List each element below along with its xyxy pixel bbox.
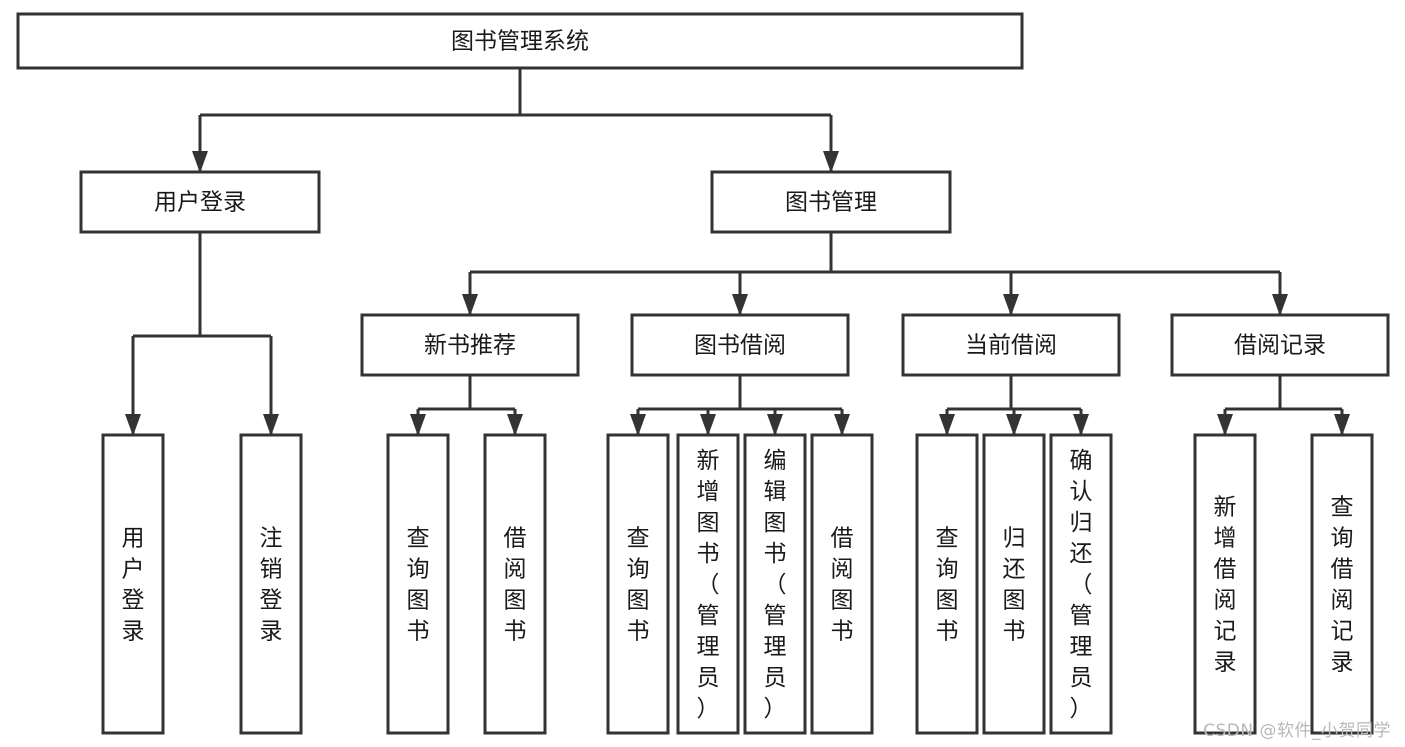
arrow-head (125, 414, 141, 436)
node-label-leaf-query-book-borrow: 查询图书 (627, 526, 650, 645)
node-label-root: 图书管理系统 (451, 29, 589, 55)
node-label-book-manage: 图书管理 (785, 190, 877, 216)
node-leaf-return-book[interactable]: 归还图书 (982, 433, 1046, 735)
node-leaf-query-book-cur[interactable]: 查询图书 (915, 433, 979, 735)
arrow-head (834, 414, 850, 436)
node-box-leaf-return-book[interactable] (982, 433, 1046, 735)
node-box-leaf-query-book-borrow[interactable] (606, 433, 670, 735)
arrow-head (1003, 294, 1019, 316)
node-label-leaf-borrow-book-rec: 借阅图书 (504, 526, 527, 645)
arrow-head (507, 414, 523, 436)
node-label-leaf-add-record: 新增借阅记录 (1214, 495, 1237, 676)
arrow-head (630, 414, 646, 436)
node-box-leaf-confirm-return[interactable] (1049, 433, 1113, 735)
node-label-current-borrow: 当前借阅 (965, 333, 1057, 359)
node-layer: 图书管理系统用户登录图书管理新书推荐图书借阅当前借阅借阅记录用户登录注销登录查询… (16, 12, 1390, 735)
node-box-book-manage[interactable] (710, 170, 952, 234)
node-leaf-query-book-borrow[interactable]: 查询图书 (606, 433, 670, 735)
node-leaf-user-login[interactable]: 用户登录 (101, 433, 165, 735)
node-box-current-borrow[interactable] (901, 313, 1121, 377)
arrow-head (700, 414, 716, 436)
arrow-head (939, 414, 955, 436)
node-label-leaf-query-record: 查询借阅记录 (1331, 495, 1354, 676)
node-label-new-book-rec: 新书推荐 (424, 333, 516, 359)
node-leaf-add-book[interactable]: 新增图书（管理员） (676, 433, 740, 735)
edge-group-e-root (192, 68, 839, 173)
arrow-head (263, 414, 279, 436)
node-label-leaf-add-book: 新增图书（管理员） (697, 448, 720, 722)
node-leaf-query-book-rec[interactable]: 查询图书 (386, 433, 450, 735)
arrow-head (1217, 414, 1233, 436)
watermark-text: CSDN @软件_小贺同学 (1203, 721, 1391, 741)
node-leaf-borrow-book-rec[interactable]: 借阅图书 (483, 433, 547, 735)
node-leaf-borrow-book[interactable]: 借阅图书 (810, 433, 874, 735)
node-book-borrow[interactable]: 图书借阅 (630, 313, 850, 377)
arrow-head (1272, 294, 1288, 316)
edge-group-e-new-book-rec (410, 375, 523, 436)
node-label-leaf-logout: 注销登录 (260, 526, 283, 645)
node-user-login[interactable]: 用户登录 (79, 170, 321, 234)
edge-group-e-book-borrow (630, 375, 850, 436)
node-box-leaf-query-book-rec[interactable] (386, 433, 450, 735)
edge-group-e-current-borrow (939, 375, 1089, 436)
node-box-leaf-borrow-book[interactable] (810, 433, 874, 735)
node-box-leaf-borrow-book-rec[interactable] (483, 433, 547, 735)
node-leaf-confirm-return[interactable]: 确认归还（管理员） (1049, 433, 1113, 735)
node-box-user-login[interactable] (79, 170, 321, 234)
node-box-leaf-logout[interactable] (239, 433, 303, 735)
arrow-head (767, 414, 783, 436)
node-box-leaf-query-record[interactable] (1310, 433, 1374, 735)
node-label-user-login: 用户登录 (154, 190, 246, 216)
node-label-leaf-query-book-cur: 查询图书 (936, 526, 959, 645)
edge-group-e-user-login (125, 232, 279, 436)
node-leaf-add-record[interactable]: 新增借阅记录 (1193, 433, 1257, 735)
arrow-head (192, 151, 208, 173)
node-leaf-query-record[interactable]: 查询借阅记录 (1310, 433, 1374, 735)
arrow-head (823, 151, 839, 173)
node-label-leaf-query-book-rec: 查询图书 (407, 526, 430, 645)
node-label-borrow-record: 借阅记录 (1234, 333, 1326, 359)
node-box-book-borrow[interactable] (630, 313, 850, 377)
arrow-head (732, 294, 748, 316)
node-box-leaf-edit-book[interactable] (743, 433, 807, 735)
node-box-leaf-query-book-cur[interactable] (915, 433, 979, 735)
edge-group-e-book-manage (462, 232, 1288, 316)
arrow-head (1073, 414, 1089, 436)
node-book-manage[interactable]: 图书管理 (710, 170, 952, 234)
node-box-borrow-record[interactable] (1170, 313, 1390, 377)
node-box-root[interactable] (16, 12, 1024, 70)
node-box-leaf-user-login[interactable] (101, 433, 165, 735)
node-leaf-logout[interactable]: 注销登录 (239, 433, 303, 735)
node-leaf-edit-book[interactable]: 编辑图书（管理员） (743, 433, 807, 735)
node-label-leaf-edit-book: 编辑图书（管理员） (764, 448, 787, 722)
node-label-leaf-confirm-return: 确认归还（管理员） (1070, 448, 1093, 722)
edge-group-e-borrow-record (1217, 375, 1350, 436)
node-box-leaf-add-record[interactable] (1193, 433, 1257, 735)
node-box-leaf-add-book[interactable] (676, 433, 740, 735)
node-current-borrow[interactable]: 当前借阅 (901, 313, 1121, 377)
node-borrow-record[interactable]: 借阅记录 (1170, 313, 1390, 377)
node-box-new-book-rec[interactable] (360, 313, 580, 377)
arrow-head (1334, 414, 1350, 436)
arrow-head (462, 294, 478, 316)
node-label-book-borrow: 图书借阅 (694, 333, 786, 359)
node-new-book-rec[interactable]: 新书推荐 (360, 313, 580, 377)
connector-layer (125, 68, 1350, 436)
node-label-leaf-borrow-book: 借阅图书 (831, 526, 854, 645)
node-root[interactable]: 图书管理系统 (16, 12, 1024, 70)
node-label-leaf-user-login: 用户登录 (122, 526, 145, 645)
arrow-head (410, 414, 426, 436)
node-label-leaf-return-book: 归还图书 (1003, 526, 1026, 645)
arrow-head (1006, 414, 1022, 436)
